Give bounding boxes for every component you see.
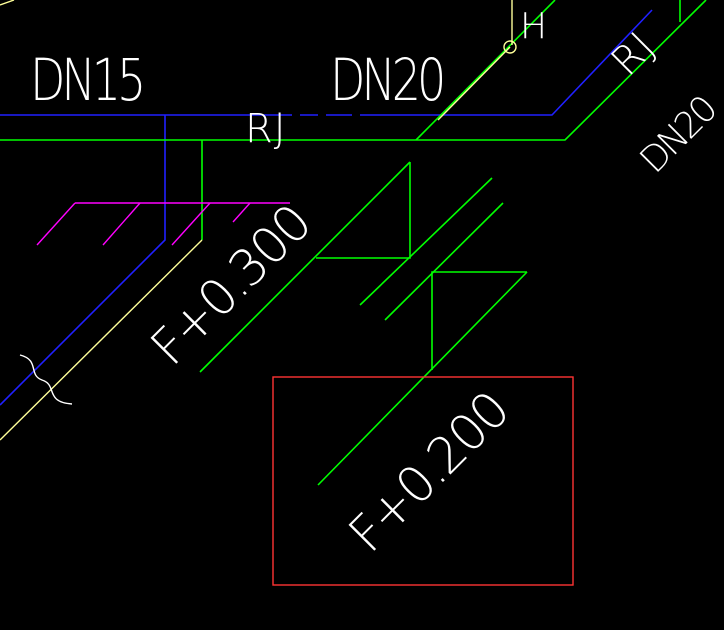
dn20-top-label: DN20 xyxy=(330,48,443,114)
rj-main-label: RJ xyxy=(245,106,287,152)
blue-pipe xyxy=(0,9,653,406)
hatch-tick-1 xyxy=(36,202,76,246)
blue-pipe-right xyxy=(360,9,653,116)
green-pipe-to-top xyxy=(415,0,556,141)
green-tee-lower xyxy=(431,271,527,370)
red-frame xyxy=(272,376,574,586)
hatch-tick-3 xyxy=(171,202,211,246)
yellow-pipe-line xyxy=(0,239,203,441)
yellow-pipe-up xyxy=(437,46,511,121)
dn20-diag-label: DN20 xyxy=(632,90,724,182)
break-symbol xyxy=(19,354,73,405)
valve-circle xyxy=(503,40,517,54)
elevation-upper-label: F+0.300 xyxy=(139,194,321,376)
green-pipe-diag-lower xyxy=(317,271,528,486)
green-sleeve-2 xyxy=(384,202,504,321)
yellow-pipe xyxy=(0,0,517,441)
green-pipe-main xyxy=(0,0,707,141)
green-pipe xyxy=(0,0,707,486)
hatch-tick-4 xyxy=(232,202,251,223)
dn15-label: DN15 xyxy=(30,48,142,114)
rj-diag-label: RJ xyxy=(603,23,665,85)
magenta-hatch xyxy=(36,202,290,246)
elevation-lower-label: F+0.200 xyxy=(337,381,519,563)
top-marker-label: H xyxy=(520,6,547,47)
blue-pipe-drop xyxy=(0,115,166,406)
green-pipe-diag-upper xyxy=(199,161,411,373)
green-sleeve-1 xyxy=(359,177,493,306)
hatch-tick-2 xyxy=(102,202,141,246)
yellow-pipe-top xyxy=(0,0,15,6)
